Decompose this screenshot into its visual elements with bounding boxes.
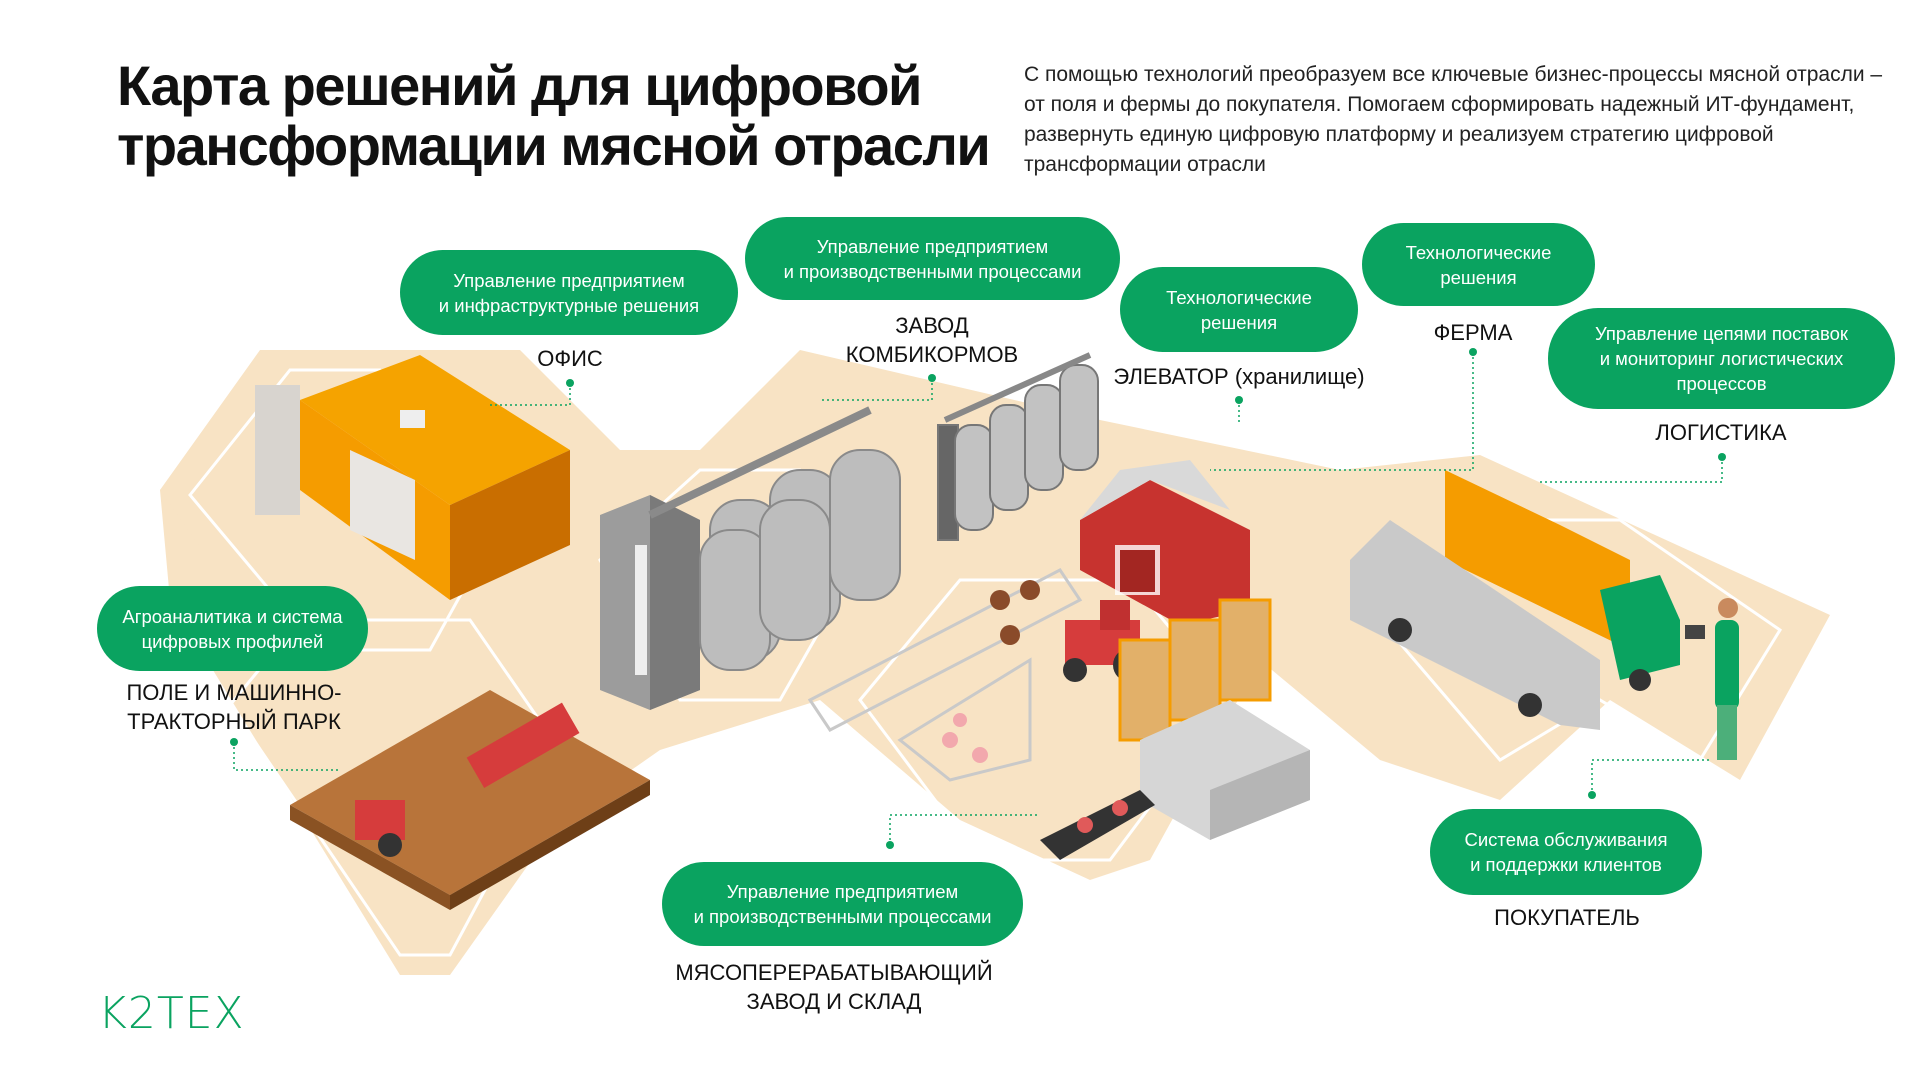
title-line-1: Карта решений для цифровой [117,54,922,117]
title-line-2: трансформации мясной отрасли [117,114,991,177]
meat-plant-label: МЯСОПЕРЕРАБАТЫВАЮЩИЙ ЗАВОД И СКЛАД [675,960,993,1014]
field-illustration [290,690,650,910]
farm-label: ФЕРМА [1433,320,1513,345]
warehouse-shelves-illustration [1118,598,1272,742]
elevator-solution-bubble: Технологические решения [1120,267,1358,352]
farm-barn-illustration [1080,460,1250,625]
customer-solution-bubble: Система обслуживания и поддержки клиенто… [1430,809,1702,895]
intro-text: С помощью технологий преобразуем все клю… [1024,63,1883,176]
meat-plant-solution-bubble: Управление предприятием и производственн… [662,862,1023,946]
office-solution-bubble: Управление предприятием и инфраструктурн… [400,250,738,335]
office-building-illustration [255,355,570,600]
feed-mill-illustration [600,406,901,710]
livestock-pens-illustration [807,568,1083,782]
elevator-label: ЭЛЕВАТОР (хранилище) [1113,364,1365,389]
meat-processing-machine-illustration [1040,700,1310,860]
customer-person-illustration [1685,598,1739,760]
farm-solution-bubble: Технологические решения [1362,223,1595,306]
connector-lines [233,352,1723,845]
field-solution-bubble: Агроаналитика и система цифровых профиле… [97,586,368,671]
feed-mill-solution-bubble: Управление предприятием и производственн… [745,217,1120,300]
field-label: ПОЛЕ И МАШИННО- ТРАКТОРНЫЙ ПАРК [126,680,342,734]
page-title: Карта решений для цифровой трансформации… [117,54,991,177]
logistics-label: ЛОГИСТИКА [1655,420,1787,445]
truck-illustration [1350,470,1680,730]
customer-label: ПОКУПАТЕЛЬ [1494,905,1640,930]
connector-dots [230,348,1726,849]
office-label: ОФИС [537,346,603,371]
k2tex-logo: K2TEX [98,988,245,1039]
logistics-solution-bubble: Управление цепями поставок и мониторинг … [1548,308,1895,409]
feed-mill-label: ЗАВОД КОМБИКОРМОВ [845,313,1019,367]
elevator-illustration [937,352,1099,541]
